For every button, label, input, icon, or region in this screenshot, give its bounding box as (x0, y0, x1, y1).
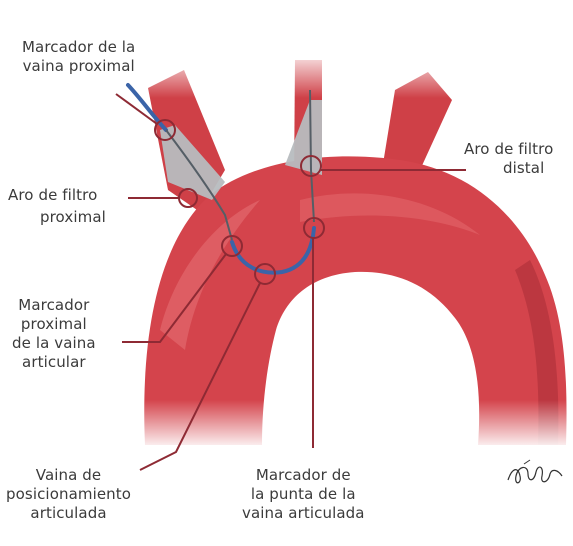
label-line: Aro de filtro (8, 186, 97, 205)
label-line: posicionamiento (6, 485, 131, 504)
label-line: la punta de la (242, 485, 365, 504)
label-line: Marcador de (242, 466, 365, 485)
label-articulated-positioning-sheath: Vaina de posicionamiento articulada (6, 466, 131, 523)
label-line: articulada (6, 504, 131, 523)
label-proximal-filter-ring: Aro de filtro (8, 186, 97, 205)
artist-signature (504, 458, 566, 490)
label-line: Vaina de (6, 466, 131, 485)
label-line: distal (464, 159, 553, 178)
label-line: proximal (40, 208, 106, 227)
label-line: proximal (12, 315, 96, 334)
label-line: Marcador (12, 296, 96, 315)
label-line: Aro de filtro (464, 140, 553, 159)
label-line: articular (12, 353, 96, 372)
label-articulating-sheath-tip-marker: Marcador de la punta de la vaina articul… (242, 466, 365, 523)
label-articulating-sheath-proximal-marker: Marcador proximal de la vaina articular (12, 296, 96, 372)
label-line: vaina proximal (22, 57, 135, 76)
label-distal-filter-ring: Aro de filtro distal (464, 140, 553, 178)
label-proximal-sheath-marker: Marcador de la vaina proximal (22, 38, 135, 76)
label-line: vaina articulada (242, 504, 365, 523)
label-proximal-filter-ring-2: proximal (40, 208, 106, 227)
label-line: Marcador de la (22, 38, 135, 57)
label-line: de la vaina (12, 334, 96, 353)
